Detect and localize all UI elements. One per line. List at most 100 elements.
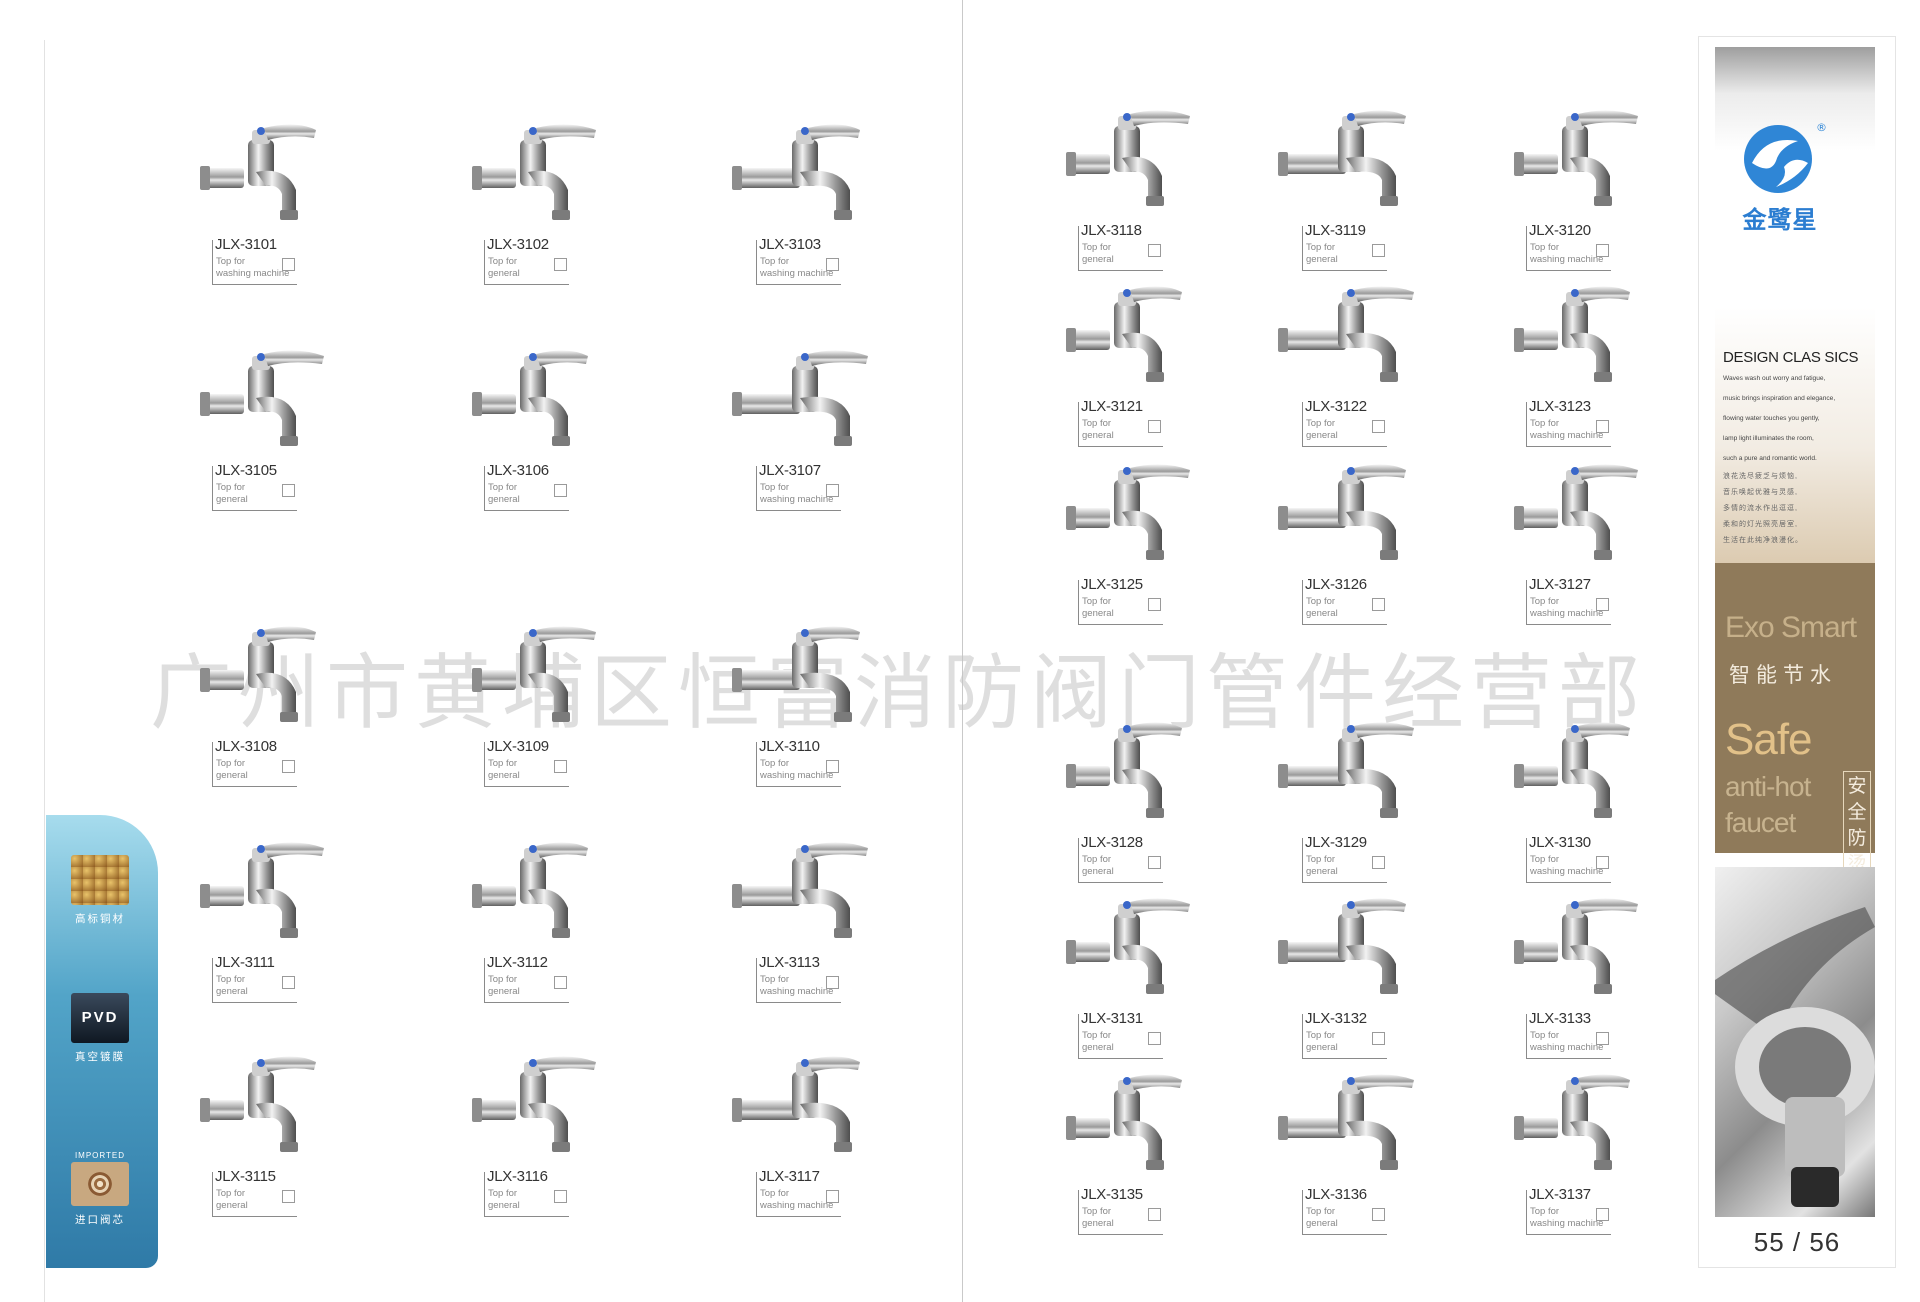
usage-line: general <box>1306 866 1338 877</box>
product-code: JLX-3131 <box>1081 1010 1143 1027</box>
product-item: JLX-3113 Top for washing machine <box>730 828 930 1008</box>
product-label: JLX-3120 Top for washing machine <box>1526 222 1611 271</box>
product-checkbox <box>1596 856 1609 869</box>
usage-line: Top for <box>488 482 518 493</box>
product-checkbox <box>826 258 839 271</box>
brand-mark-icon: ® <box>1744 121 1827 193</box>
usage-line: Top for <box>1082 1030 1112 1041</box>
faucet-icon <box>1066 286 1182 382</box>
product-item: JLX-3127 Top for washing machine <box>1500 450 1700 630</box>
product-label: JLX-3105 Top for general <box>212 462 297 511</box>
product-checkbox <box>1372 856 1385 869</box>
product-checkbox <box>554 1190 567 1203</box>
watermark-site: om <box>1400 1130 1521 1219</box>
usage-line: washing machine <box>1530 1042 1604 1053</box>
product-usage: Top for general <box>216 974 306 998</box>
product-label: JLX-3125 Top for general <box>1078 576 1163 625</box>
product-usage: Top for general <box>488 1188 578 1212</box>
product-code: JLX-3117 <box>759 1168 820 1185</box>
usage-line: general <box>216 770 248 781</box>
usage-line: Top for <box>1530 418 1560 429</box>
product-checkbox <box>1148 598 1161 611</box>
faucet-icon <box>1514 898 1638 994</box>
usage-line: Top for <box>1082 242 1112 253</box>
design-line-en: lamp light illuminates the room, <box>1723 435 1814 442</box>
product-item: JLX-3105 Top for general <box>186 336 386 516</box>
page-number: 55 / 56 <box>1753 1227 1841 1257</box>
product-usage: Top for general <box>1082 1206 1172 1230</box>
product-item: JLX-3129 Top for general <box>1276 708 1476 888</box>
faucet-closeup-photo <box>1715 867 1875 1217</box>
product-code: JLX-3125 <box>1081 576 1143 593</box>
product-item: JLX-3126 Top for general <box>1276 450 1476 630</box>
product-item: JLX-3103 Top for washing machine <box>730 110 930 290</box>
product-usage: Top for general <box>216 758 306 782</box>
product-checkbox <box>1148 420 1161 433</box>
product-checkbox <box>282 976 295 989</box>
product-usage: Top for general <box>1306 418 1396 442</box>
product-usage: Top for washing machine <box>1530 854 1620 878</box>
anti-hot-line: anti-hot <box>1725 771 1811 802</box>
registered-mark: ® <box>1816 121 1827 134</box>
product-code: JLX-3120 <box>1529 222 1591 239</box>
usage-line: general <box>1082 866 1114 877</box>
product-label: JLX-3115 Top for general <box>212 1168 297 1217</box>
product-checkbox <box>554 484 567 497</box>
usage-line: Top for <box>1530 854 1560 865</box>
product-item: JLX-3135 Top for general <box>1052 1060 1252 1240</box>
usage-line: washing machine <box>1530 608 1604 619</box>
faucet-icon <box>732 842 868 938</box>
usage-line: washing machine <box>760 770 834 781</box>
product-usage: Top for general <box>1306 1206 1396 1230</box>
usage-line: Top for <box>216 758 246 769</box>
safety-char: 防 <box>1847 828 1867 849</box>
product-checkbox <box>826 1190 839 1203</box>
faucet-icon <box>1514 722 1630 818</box>
product-label: JLX-3102 Top for general <box>484 236 569 285</box>
product-checkbox <box>1372 598 1385 611</box>
product-usage: Top for general <box>1306 1030 1396 1054</box>
product-label: JLX-3116 Top for general <box>484 1168 569 1217</box>
product-label: JLX-3123 Top for washing machine <box>1526 398 1611 447</box>
product-checkbox <box>282 484 295 497</box>
design-title: DESIGN CLAS SICS <box>1723 349 1859 366</box>
faucet-icon <box>200 124 316 220</box>
feature-label: 进口阀芯 <box>75 1214 125 1226</box>
product-checkbox <box>1372 420 1385 433</box>
usage-line: Top for <box>1082 596 1112 607</box>
product-checkbox <box>1596 1208 1609 1221</box>
product-code: JLX-3116 <box>487 1168 548 1185</box>
faucet-icon <box>472 350 588 446</box>
product-item: JLX-3132 Top for general <box>1276 884 1476 1064</box>
safety-char: 全 <box>1847 802 1867 823</box>
product-checkbox <box>826 484 839 497</box>
usage-line: Top for <box>760 974 790 985</box>
product-code: JLX-3137 <box>1529 1186 1591 1203</box>
product-code: JLX-3130 <box>1529 834 1591 851</box>
product-checkbox <box>1148 1208 1161 1221</box>
product-checkbox <box>282 760 295 773</box>
faucet-icon <box>1514 1074 1630 1170</box>
product-code: JLX-3123 <box>1529 398 1591 415</box>
usage-line: washing machine <box>760 1200 834 1211</box>
product-code: JLX-3105 <box>215 462 277 479</box>
product-usage: Top for general <box>488 758 578 782</box>
product-code: JLX-3103 <box>759 236 821 253</box>
page-spine <box>962 0 963 1302</box>
usage-line: general <box>1306 608 1338 619</box>
feature-label: 高标铜材 <box>75 913 125 925</box>
product-item: JLX-3125 Top for general <box>1052 450 1252 630</box>
product-checkbox <box>826 760 839 773</box>
faucet-closeup-icon <box>1715 907 1875 1207</box>
product-checkbox <box>282 258 295 271</box>
faucet-icon <box>472 626 596 722</box>
product-item: JLX-3120 Top for washing machine <box>1500 96 1700 276</box>
brand-sidebar: ® 金鹭星 DESIGN CLAS SICS Waves wash out wo… <box>1698 36 1896 1268</box>
usage-line: general <box>1082 1042 1114 1053</box>
product-label: JLX-3136 Top for general <box>1302 1186 1387 1235</box>
product-code: JLX-3129 <box>1305 834 1367 851</box>
usage-line: Top for <box>1530 242 1560 253</box>
product-code: JLX-3102 <box>487 236 549 253</box>
faucet-icon <box>732 350 868 446</box>
usage-line: Top for <box>1306 242 1336 253</box>
